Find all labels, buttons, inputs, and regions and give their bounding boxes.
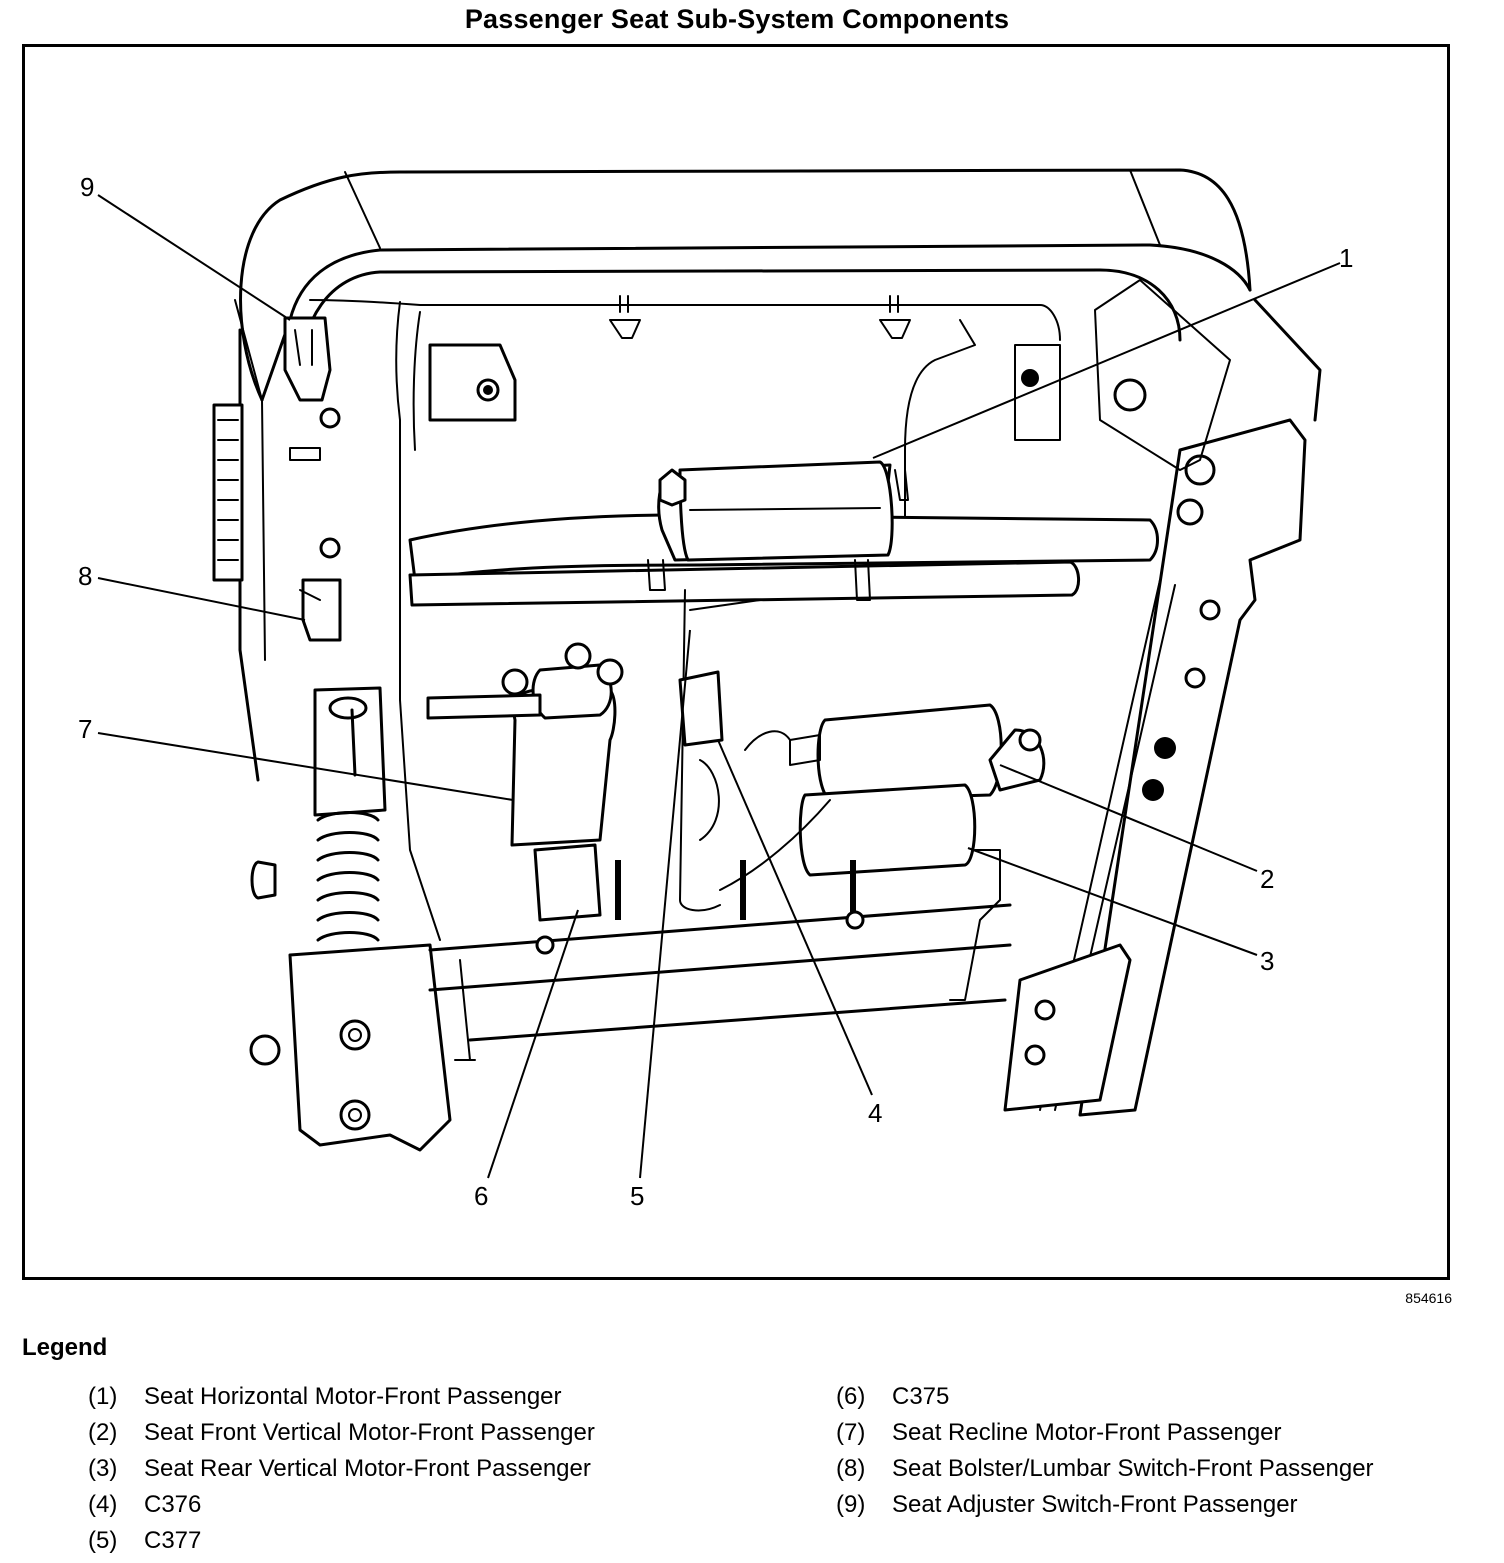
legend-number: (2) xyxy=(88,1419,118,1446)
vertical-motors xyxy=(719,703,1046,1001)
recline-spring xyxy=(316,811,380,942)
callout-8: 8 xyxy=(78,561,93,591)
legend-number: (8) xyxy=(836,1455,866,1482)
illustration-frame xyxy=(22,44,1450,1280)
seat-back-shell xyxy=(234,168,1252,782)
legend-text: Seat Adjuster Switch-Front Passenger xyxy=(892,1491,1298,1518)
legend-item: (2) Seat Front Vertical Motor-Front Pass… xyxy=(88,1419,595,1455)
callout-4: 4 xyxy=(868,1098,883,1128)
leader-line-1 xyxy=(872,262,1341,459)
legend-title: Legend xyxy=(22,1334,108,1361)
seat-inner-frame xyxy=(298,268,1182,941)
legend-item: (8) Seat Bolster/Lumbar Switch-Front Pas… xyxy=(836,1455,1374,1491)
legend-text: C375 xyxy=(892,1383,950,1410)
callout-9: 9 xyxy=(80,172,95,202)
leader-line-3 xyxy=(967,847,1258,956)
legend-number: (6) xyxy=(836,1383,866,1410)
seat-illustration xyxy=(97,168,1341,1179)
legend-text: Seat Recline Motor-Front Passenger xyxy=(892,1419,1282,1446)
legend-item: (5) C377 xyxy=(88,1527,595,1563)
legend-number: (5) xyxy=(88,1527,118,1554)
callout-5: 5 xyxy=(630,1181,645,1211)
legend-number: (3) xyxy=(88,1455,118,1482)
left-side-panel xyxy=(212,316,342,642)
legend-column-right: (6) C375 (7) Seat Recline Motor-Front Pa… xyxy=(836,1383,1374,1527)
legend-item: (9) Seat Adjuster Switch-Front Passenger xyxy=(836,1491,1374,1527)
horizontal-motor xyxy=(408,460,1159,607)
right-seat-track xyxy=(1003,279,1322,1117)
legend-text: Seat Front Vertical Motor-Front Passenge… xyxy=(144,1419,595,1446)
leader-line-2 xyxy=(999,764,1258,872)
callout-2: 2 xyxy=(1260,864,1275,894)
callout-7: 7 xyxy=(78,714,93,744)
leader-line-9 xyxy=(97,194,291,321)
callout-1: 1 xyxy=(1339,243,1354,273)
legend-number: (1) xyxy=(88,1383,118,1410)
legend-text: Seat Horizontal Motor-Front Passenger xyxy=(144,1383,562,1410)
leader-line-5 xyxy=(639,629,691,1179)
legend-text: C376 xyxy=(144,1491,202,1518)
legend-item: (4) C376 xyxy=(88,1491,595,1527)
legend-number: (7) xyxy=(836,1419,866,1446)
leader-line-8 xyxy=(97,577,306,621)
legend-item: (6) C375 xyxy=(836,1383,1374,1419)
legend-column-left: (1) Seat Horizontal Motor-Front Passenge… xyxy=(88,1383,595,1563)
legend-text: Seat Rear Vertical Motor-Front Passenger xyxy=(144,1455,591,1482)
legend-number: (4) xyxy=(88,1491,118,1518)
callout-3: 3 xyxy=(1260,946,1275,976)
legend-number: (9) xyxy=(836,1491,866,1518)
lower-frame xyxy=(428,589,1012,1061)
callout-6: 6 xyxy=(474,1181,489,1211)
recline-motor xyxy=(249,642,624,1152)
diagram-title: Passenger Seat Sub-System Components xyxy=(464,4,1010,34)
legend-item: (7) Seat Recline Motor-Front Passenger xyxy=(836,1419,1374,1455)
legend-text: Seat Bolster/Lumbar Switch-Front Passeng… xyxy=(892,1455,1374,1482)
leader-line-6 xyxy=(487,909,579,1179)
figure-id: 854616 xyxy=(1405,1290,1452,1306)
legend-item: (3) Seat Rear Vertical Motor-Front Passe… xyxy=(88,1455,595,1491)
legend-text: C377 xyxy=(144,1527,202,1554)
leader-line-7 xyxy=(97,732,514,801)
legend-item: (1) Seat Horizontal Motor-Front Passenge… xyxy=(88,1383,595,1419)
leader-line-4 xyxy=(717,739,873,1096)
